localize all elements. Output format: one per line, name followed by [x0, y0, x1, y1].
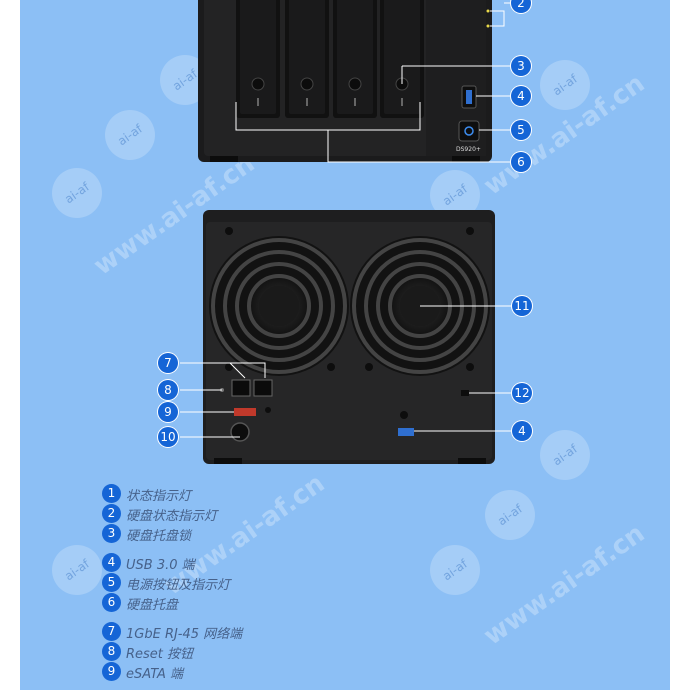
callout-3: 3 [511, 56, 531, 76]
legend-label: Reset 按钮 [126, 647, 194, 662]
legend-number: 5 [102, 573, 121, 592]
legend-number: 7 [102, 622, 121, 641]
drive-tray [380, 0, 424, 118]
model-label: DS920+ [456, 146, 481, 153]
legend-label: 1GbE RJ-45 网络端 [126, 627, 243, 642]
legend-label: eSATA 端 [126, 667, 183, 682]
legend-item: 2 硬盘状态指示灯 [102, 504, 402, 524]
callout-4: 4 [511, 86, 531, 106]
legend-number: 1 [102, 484, 121, 503]
drive-tray [333, 0, 377, 118]
callout-11: 11 [512, 296, 532, 316]
legend-label: 硬盘托盘锁 [126, 529, 192, 544]
legend-item: 6 硬盘托盘 [102, 593, 402, 613]
callout-7: 7 [158, 353, 178, 373]
legend-number: 8 [102, 642, 121, 661]
legend-number: 4 [102, 553, 121, 572]
legend-item: 4 USB 3.0 端 [102, 553, 402, 573]
callout-12: 12 [512, 383, 532, 403]
nas-rear-view [180, 210, 512, 464]
legend-item: 1 状态指示灯 [102, 484, 402, 504]
legend-number: 9 [102, 662, 121, 681]
legend-item: 8 Reset 按钮 [102, 642, 402, 662]
legend-item: 5 电源按钮及指示灯 [102, 573, 402, 593]
callout-8: 8 [158, 380, 178, 400]
callout-10: 10 [158, 427, 178, 447]
legend-number: 3 [102, 524, 121, 543]
legend-label: USB 3.0 端 [126, 558, 195, 573]
legend-number: 6 [102, 593, 121, 612]
legend-label: 状态指示灯 [126, 489, 192, 504]
nas-front-view [198, 0, 512, 163]
callout-9: 9 [158, 402, 178, 422]
legend-item: 7 1GbE RJ-45 网络端 [102, 622, 402, 642]
drive-tray [285, 0, 329, 118]
fan-left [209, 236, 349, 376]
callout-6: 6 [511, 152, 531, 172]
legend-number: 2 [102, 504, 121, 523]
legend-label: 硬盘托盘 [126, 598, 179, 613]
callout-5: 5 [511, 120, 531, 140]
legend-label: 电源按钮及指示灯 [126, 578, 231, 593]
callout-4-rear: 4 [512, 421, 532, 441]
legend-item: 9 eSATA 端 [102, 662, 402, 682]
callout-2: 2 [511, 0, 531, 13]
legend-item: 3 硬盘托盘锁 [102, 524, 402, 544]
legend-label: 硬盘状态指示灯 [126, 509, 218, 524]
drive-tray [236, 0, 280, 118]
